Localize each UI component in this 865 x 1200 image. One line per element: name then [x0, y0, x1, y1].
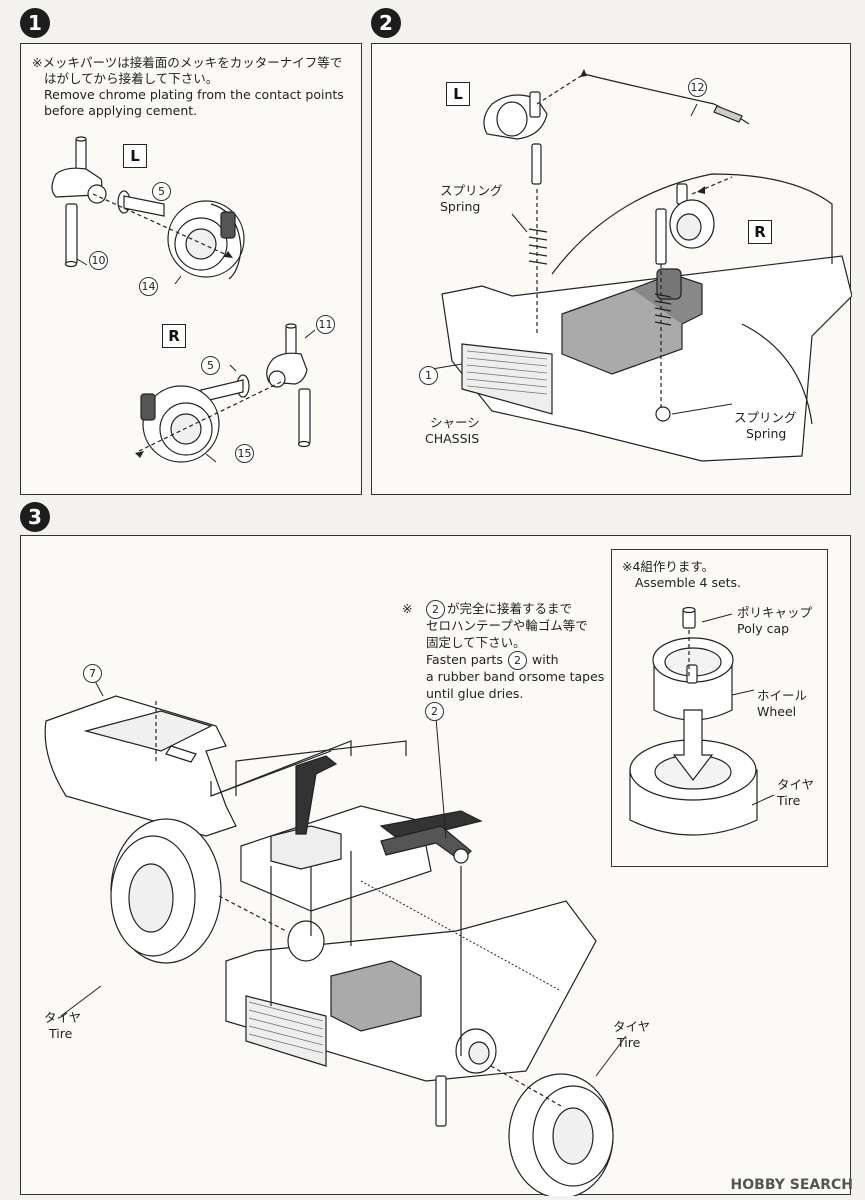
step-1-badge: 1 — [20, 8, 50, 38]
step-2-chassis-en: CHASSIS — [425, 431, 480, 446]
step-3-tire-left-en: Tire — [49, 1026, 73, 1041]
step-2-part-1: 1 — [419, 366, 438, 385]
step-2-side-l: L — [446, 82, 470, 106]
step-3-tire-right-en: Tire — [617, 1035, 641, 1050]
step-2-drawing — [372, 69, 852, 496]
step-3-note-ja-1b: が完全に接着するまで — [447, 601, 573, 616]
step-2-side-r: R — [748, 220, 772, 244]
step-1-side-l: L — [123, 144, 147, 168]
step-1-panel: ※メッキパーツは接着面のメッキをカッターナイフ等で はがしてから接着して下さい。… — [20, 43, 362, 495]
inset-drawing — [612, 550, 829, 868]
step-3-drawing — [21, 536, 852, 1196]
step-1-note-ja-2: はがしてから接着して下さい。 — [44, 71, 219, 86]
step-3-note-ja-1a: ※ — [402, 601, 413, 616]
step-3-part-7: 7 — [83, 664, 102, 683]
step-3-note-part-2b: 2 — [508, 651, 527, 670]
step-3-part-2: 2 — [425, 702, 444, 721]
step-2-spring-ja: スプリング — [440, 183, 503, 198]
step-3-badge: 3 — [20, 502, 50, 532]
step-1-part-15: 15 — [235, 444, 254, 463]
inset-tire-en: Tire — [777, 793, 801, 808]
step-1-note-en-2: before applying cement. — [44, 103, 198, 118]
step-3-note-en-1a: Fasten parts — [426, 652, 503, 667]
step-2-chassis-ja: シャーシ — [430, 415, 480, 430]
step-3-note-part-2a: 2 — [426, 600, 445, 619]
step-2-spring2-ja: スプリング — [734, 410, 797, 425]
step-3-tire-right-ja: タイヤ — [613, 1019, 651, 1034]
step-3-tire-left-ja: タイヤ — [44, 1010, 82, 1025]
step-1-note-ja-1: ※メッキパーツは接着面のメッキをカッターナイフ等で — [32, 55, 343, 70]
step-1-part-14: 14 — [139, 277, 158, 296]
step-3-note-en-2: a rubber band orsome tapes — [426, 669, 605, 684]
step-1-note-en-1: Remove chrome plating from the contact p… — [44, 87, 344, 102]
step-3-note-en-3: until glue dries. — [426, 686, 524, 701]
step-2-spring-en: Spring — [440, 199, 481, 214]
step-1-part-10: 10 — [89, 251, 108, 270]
step-1-side-r: R — [162, 324, 186, 348]
step-1-drawing — [21, 44, 363, 496]
inset-polycap-ja: ポリキャップ — [737, 605, 813, 620]
step-3-note-ja-3: 固定して下さい。 — [426, 635, 526, 650]
inset-wheel-ja: ホイール — [757, 688, 808, 703]
step-1-part-5a: 5 — [152, 182, 171, 201]
step-1-part-11: 11 — [316, 315, 335, 334]
inset-polycap-en: Poly cap — [737, 621, 790, 636]
step-3-note-en-1b: with — [532, 652, 559, 667]
wheel-assembly-inset: ※4組作ります。 Assemble 4 sets. — [611, 549, 828, 867]
inset-note-ja: ※4組作ります。 — [622, 559, 715, 574]
inset-tire-ja: タイヤ — [777, 777, 815, 792]
inset-wheel-en: Wheel — [757, 704, 797, 719]
step-2-badge: 2 — [371, 8, 401, 38]
step-2-spring2-en: Spring — [746, 426, 787, 441]
hobby-search-watermark: HOBBY SEARCH — [730, 1177, 853, 1193]
step-1-part-5b: 5 — [201, 356, 220, 375]
step-2-panel: L R 12 1 スプリング Spring スプリング Spring シャーシ … — [371, 43, 852, 496]
inset-note-en: Assemble 4 sets. — [635, 575, 742, 590]
step-2-part-12: 12 — [688, 78, 707, 97]
step-3-note-ja-2: セロハンテープや輪ゴム等で — [426, 618, 588, 633]
step-3-panel: ※ 2 が完全に接着するまで セロハンテープや輪ゴム等で 固定して下さい。 Fa… — [20, 535, 852, 1196]
